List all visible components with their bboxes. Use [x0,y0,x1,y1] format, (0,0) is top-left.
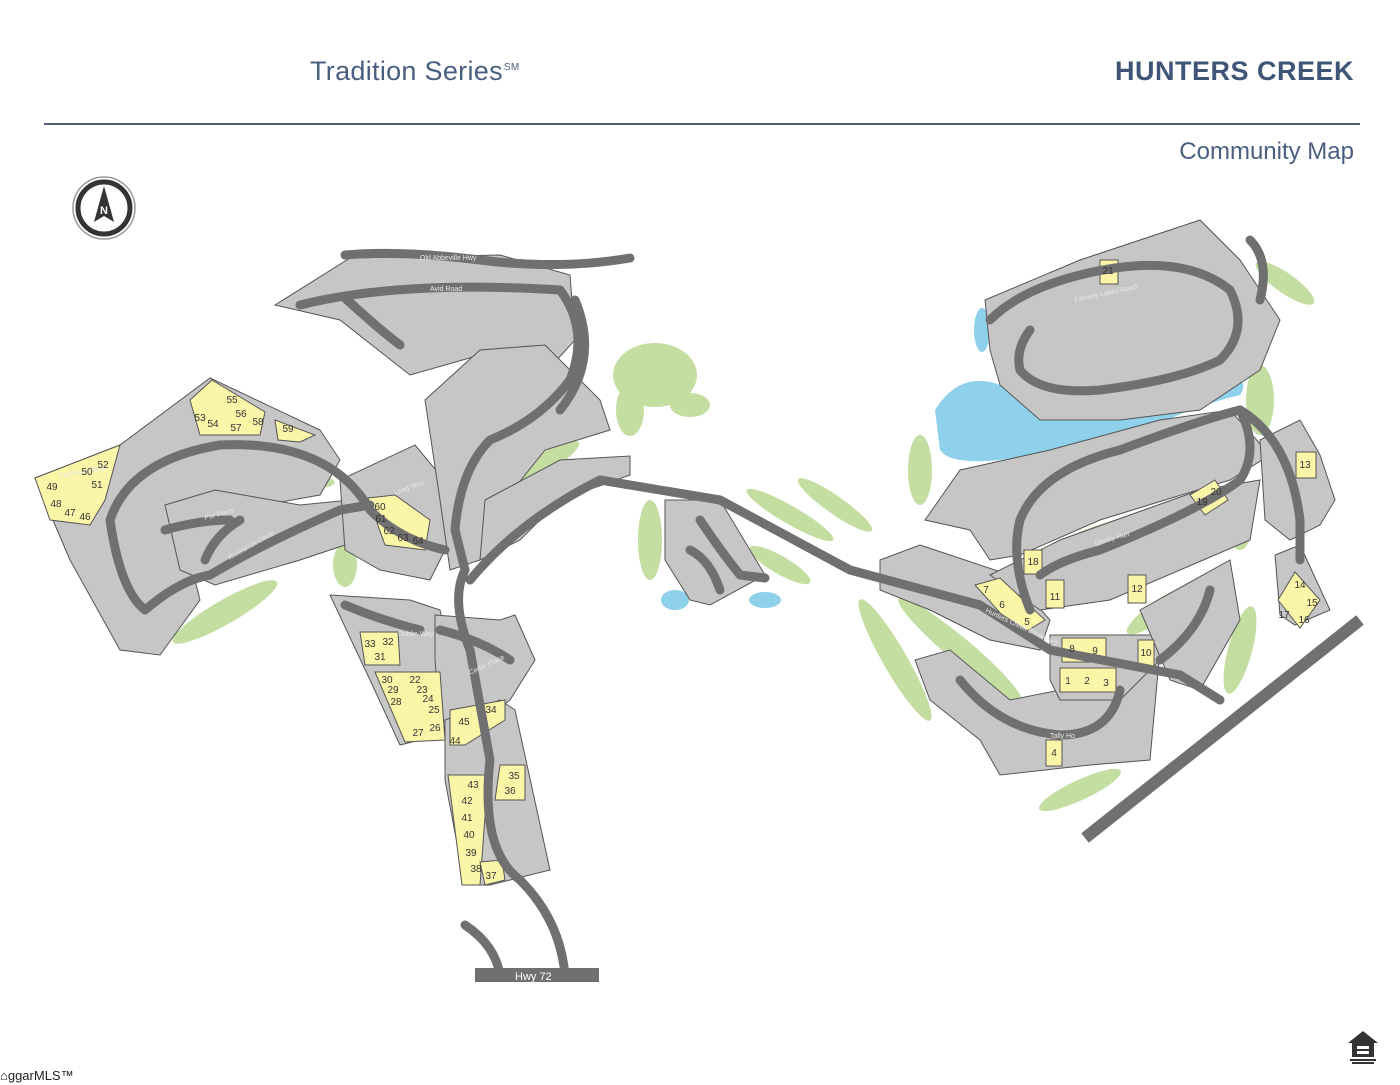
lot-blocks [34,219,1336,886]
lot-6: 6 [999,600,1005,611]
lot-35: 35 [508,771,520,782]
lot-49: 49 [46,482,58,493]
lot-28: 28 [390,697,402,708]
lot-37: 37 [485,871,497,882]
lot-7: 7 [983,585,989,596]
street-avid: Avid Road [430,286,462,293]
series-title: Tradition SeriesSM [310,56,520,86]
lot-52: 52 [97,460,109,471]
lot-11: 11 [1050,592,1061,603]
lot-55: 55 [226,395,238,406]
lot-56: 56 [235,409,247,420]
lot-39: 39 [465,848,477,859]
map-title: Community Map [1179,138,1354,165]
lot-26: 26 [429,723,441,734]
lot-15: 15 [1306,598,1318,609]
lot-34: 34 [485,705,497,716]
lot-3: 3 [1103,678,1109,689]
lot-59: 59 [282,424,294,435]
lot-20: 20 [1210,487,1222,498]
lot-29: 29 [387,685,399,696]
street-dublin: Dublin Way [398,631,434,638]
lot-64: 64 [412,536,424,547]
lot-44: 44 [449,736,461,747]
lot-47: 47 [64,508,76,519]
lot-30: 30 [381,675,393,686]
lot-13: 13 [1299,460,1311,471]
major-roads [475,615,1364,982]
lot-40: 40 [463,830,475,841]
lot-46: 46 [79,512,91,523]
lot-54: 54 [207,419,219,430]
equal-housing-icon [1348,1031,1378,1064]
lot-60: 60 [374,502,386,513]
lot-27: 27 [412,728,424,739]
lot-12: 12 [1131,584,1143,595]
lot-32: 32 [382,637,394,648]
lot-24: 24 [422,694,434,705]
lot-31: 31 [374,652,386,663]
street-old-abbeville: Old Abbeville Hwy [420,255,477,262]
lot-4: 4 [1051,748,1057,759]
mls-watermark: ⌂ggarMLS™ [0,1068,74,1083]
lot-25: 25 [428,705,440,716]
lot-42: 42 [461,796,473,807]
lot-22: 22 [409,675,421,686]
lot-14: 14 [1294,580,1306,591]
community-name: HUNTERS CREEK [1114,56,1354,86]
lot-50: 50 [81,467,93,478]
lot-8: 8 [1069,644,1075,655]
highway-label: Hwy 72 [515,971,552,983]
lot-2: 2 [1084,676,1090,687]
lot-23: 23 [416,685,428,696]
street-tally-ho: Tally Ho [1050,733,1075,740]
lot-17: 17 [1278,610,1290,621]
lot-43: 43 [467,780,479,791]
lot-53: 53 [194,413,206,424]
lot-16: 16 [1298,615,1310,626]
service-mark: SM [503,62,520,73]
lot-33: 33 [364,639,376,650]
svg-text:N: N [100,205,108,217]
lot-1: 1 [1065,676,1071,687]
lot-18: 18 [1027,557,1039,568]
lot-9: 9 [1092,646,1098,657]
lot-63: 63 [397,533,409,544]
header-divider [44,123,1360,125]
lot-5: 5 [1024,617,1030,628]
lot-51: 51 [91,480,103,491]
compass-icon: N [72,176,136,240]
lot-48: 48 [50,499,62,510]
lot-57: 57 [230,423,242,434]
roads [105,235,1305,980]
lot-38: 38 [470,864,482,875]
lot-45: 45 [458,717,470,728]
lot-41: 41 [461,813,473,824]
lot-61: 61 [375,514,387,525]
lot-36: 36 [504,786,516,797]
lot-19: 19 [1196,497,1208,508]
lot-62: 62 [383,526,395,537]
lot-58: 58 [252,417,264,428]
lot-10: 10 [1140,648,1152,659]
lot-21: 21 [1102,266,1114,277]
